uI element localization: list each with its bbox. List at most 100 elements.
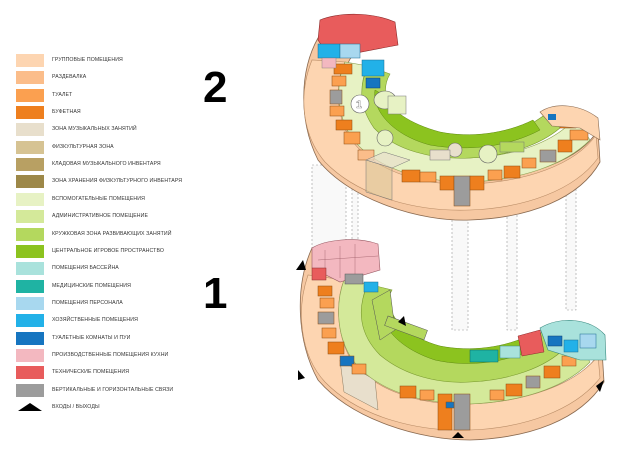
floor-2-music-zone xyxy=(429,149,451,161)
legend-swatch xyxy=(16,296,44,310)
floor-2-plan: 1 xyxy=(303,13,601,221)
legend-swatch xyxy=(16,192,44,206)
legend-label: ТУАЛЕТНЫЕ КОМНАТЫ И ПУИ xyxy=(52,334,131,341)
floor-2-play-core xyxy=(374,89,541,149)
legend-swatch xyxy=(16,244,44,258)
projection-band xyxy=(506,204,518,331)
floor-1-kruzhok xyxy=(371,289,396,341)
legend-swatch xyxy=(16,140,44,154)
legend-swatch xyxy=(16,314,44,328)
floor-1-wc xyxy=(547,335,563,347)
legend-item: ГРУППОВЫЕ ПОМЕЩЕНИЯ xyxy=(12,54,202,68)
legend-label: ВХОДЫ / ВЫХОДЫ xyxy=(52,404,100,410)
legend-swatch xyxy=(16,106,44,120)
legend-label: ТУАЛЕТ xyxy=(52,91,73,98)
legend-label: ВЕРТИКАЛЬНЫЕ И ГОРИЗОНТАЛЬНЫЕ СВЯЗИ xyxy=(52,386,174,393)
legend-swatch xyxy=(16,348,44,362)
legend-label: ПОМЕЩЕНИЯ ПЕРСОНАЛА xyxy=(52,299,123,306)
legend-label: КЛАДОВАЯ МУЗЫКАЛЬНОГО ИНВЕНТАРЯ xyxy=(52,161,161,168)
legend-item: РАЗДЕВАЛКА xyxy=(12,71,202,85)
legend-label: ПОМЕЩЕНИЯ БАССЕЙНА xyxy=(52,265,119,272)
legend-swatch xyxy=(16,210,44,224)
legend-label: ГРУППОВЫЕ ПОМЕЩЕНИЯ xyxy=(52,57,123,63)
legend-label: ЗОНА ХРАНЕНИЯ ФИЗКУЛЬТУРНОГО ИНВЕНТАРЯ xyxy=(52,178,183,185)
floor-2-round-room xyxy=(350,94,370,114)
legend-item: ФИЗКУЛЬТУРНАЯ ЗОНА xyxy=(12,140,202,155)
floor-1-technical xyxy=(311,267,327,281)
legend-swatch xyxy=(16,383,44,397)
legend-label: ЗОНА МУЗЫКАЛЬНЫХ ЗАНЯТИЙ xyxy=(52,126,137,133)
floor-1-pool-room xyxy=(499,345,521,359)
legend-item: БУФЕТНАЯ xyxy=(12,106,202,120)
floor-1-utility xyxy=(563,339,579,353)
legend-swatch xyxy=(16,71,44,85)
legend: ГРУППОВЫЕ ПОМЕЩЕНИЯ РАЗДЕВАЛКА ТУАЛЕТ БУФЕТ… xyxy=(0,0,200,450)
legend-label: ВСПОМОГАТЕЛЬНЫЕ ПОМЕЩЕНИЯ xyxy=(52,195,145,202)
floor-2-label: 2 xyxy=(203,63,228,112)
floor-1-medical xyxy=(469,349,499,363)
floor-2-kitchen xyxy=(321,57,337,69)
legend-swatch xyxy=(16,227,44,241)
legend-item: ТУАЛЕТНЫЕ КОМНАТЫ И ПУИ xyxy=(12,331,202,346)
legend-swatch xyxy=(16,123,44,137)
entrance-arrow-icon xyxy=(596,380,604,392)
floor-1-technical xyxy=(517,329,545,357)
legend-label: МЕДИЦИНСКИЕ ПОМЕЩЕНИЯ xyxy=(52,282,131,289)
legend-label: АДМИНИСТРАТИВНОЕ ПОМЕЩЕНИЕ xyxy=(52,213,149,220)
legend-item: КЛАДОВАЯ МУЗЫКАЛЬНОГО ИНВЕНТАРЯ xyxy=(12,158,202,172)
floor-2-utility xyxy=(361,59,385,77)
floor-2-round-room xyxy=(478,144,498,164)
legend-item: ВЕРТИКАЛЬНЫЕ И ГОРИЗОНТАЛЬНЫЕ СВЯЗИ xyxy=(12,383,202,398)
legend-item: АДМИНИСТРАТИВНОЕ ПОМЕЩЕНИЕ xyxy=(12,210,202,224)
legend-item: ПРОИЗВОДСТВЕННЫЕ ПОМЕЩЕНИЯ КУХНИ xyxy=(12,348,202,363)
legend-swatch xyxy=(16,279,44,293)
floor-2-wc xyxy=(548,114,556,120)
projection-band xyxy=(565,174,577,311)
legend-swatch xyxy=(16,88,44,102)
floor-2-room-number: 1 xyxy=(356,99,362,111)
floor-2-sport-zone-top xyxy=(365,151,411,169)
entrance-arrow-icon xyxy=(298,370,305,380)
legend-label: РАЗДЕВАЛКА xyxy=(52,74,87,81)
floor-1-label: 1 xyxy=(203,269,228,318)
legend-item: ВСПОМОГАТЕЛЬНЫЕ ПОМЕЩЕНИЯ xyxy=(12,192,202,207)
legend-swatch xyxy=(16,262,44,276)
legend-item: МЕДИЦИНСКИЕ ПОМЕЩЕНИЯ xyxy=(12,279,202,294)
legend-item: ТУАЛЕТ xyxy=(12,88,202,103)
floor-1-staff xyxy=(579,333,597,349)
legend-label: ПРОИЗВОДСТВЕННЫЕ ПОМЕЩЕНИЯ КУХНИ xyxy=(52,351,169,358)
projection-band xyxy=(451,209,469,331)
legend-item: ЗОНА МУЗЫКАЛЬНЫХ ЗАНЯТИЙ xyxy=(12,123,202,137)
legend-item: ТЕХНИЧЕСКИЕ ПОМЕЩЕНИЯ xyxy=(12,366,202,380)
legend-item: ХОЗЯЙСТВЕННЫЕ ПОМЕЩЕНИЯ xyxy=(12,314,202,328)
floor-2-wc xyxy=(365,77,381,89)
entrance-arrow-icon xyxy=(18,403,42,411)
floor-2-kruzhok xyxy=(499,141,525,153)
floor-1-plan xyxy=(296,239,607,441)
floor-2-round-room xyxy=(376,129,394,147)
floor-1-toilet-blocks xyxy=(317,285,597,431)
floor-2-utility xyxy=(317,43,341,59)
legend-swatch xyxy=(16,158,44,172)
legend-swatch xyxy=(16,54,44,67)
floor-1-kruzhok xyxy=(384,315,428,341)
floor-1-stairs xyxy=(344,273,364,285)
legend-item: КРУЖКОВАЯ ЗОНА РАЗВИВАЮЩИХ ЗАНЯТИЙ xyxy=(12,227,202,242)
legend-swatch xyxy=(16,366,44,380)
legend-item: ЦЕНТРАЛЬНОЕ ИГРОВОЕ ПРОСТРАНСТВО xyxy=(12,244,202,259)
legend-label: ТЕХНИЧЕСКИЕ ПОМЕЩЕНИЯ xyxy=(52,369,130,376)
legend-label: КРУЖКОВАЯ ЗОНА РАЗВИВАЮЩИХ ЗАНЯТИЙ xyxy=(52,230,172,237)
legend-label: ЦЕНТРАЛЬНОЕ ИГРОВОЕ ПРОСТРАНСТВО xyxy=(52,247,164,254)
entrances xyxy=(296,260,604,438)
entrance-arrow-icon xyxy=(452,432,464,438)
legend-swatch xyxy=(16,331,44,345)
legend-label: ХОЗЯЙСТВЕННЫЕ ПОМЕЩЕНИЯ xyxy=(52,317,138,324)
entrance-arrow-icon xyxy=(296,260,306,270)
floor-2-aux xyxy=(387,95,407,115)
legend-label: БУФЕТНАЯ xyxy=(52,109,81,116)
legend-label: ФИЗКУЛЬТУРНАЯ ЗОНА xyxy=(52,143,114,150)
legend-swatch xyxy=(16,175,44,189)
floor-1-utility xyxy=(363,281,379,293)
legend-item: ПОМЕЩЕНИЯ БАССЕЙНА xyxy=(12,262,202,276)
